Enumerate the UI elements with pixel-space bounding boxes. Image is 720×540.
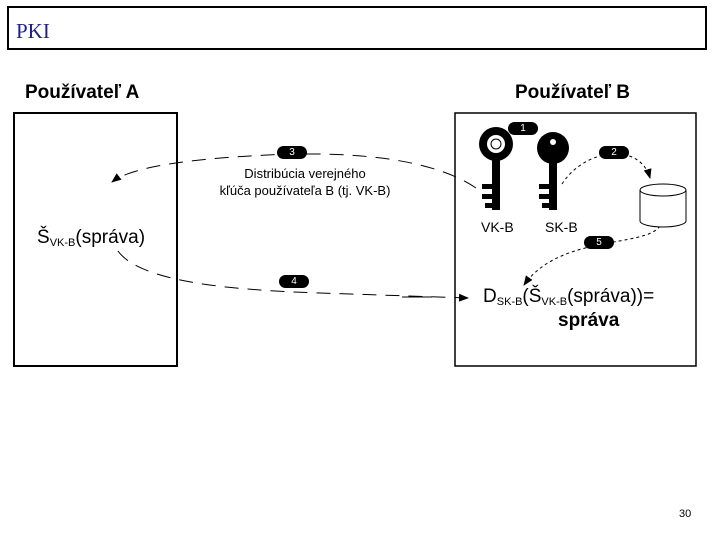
encrypted-prefix: Š [37,227,50,248]
encrypted-subscript: VK-B [49,237,76,249]
distribution-text-line1: Distribúcia verejného [244,166,366,181]
decryption-tail: (správa))= [567,286,655,307]
message-arrow [117,250,469,302]
step-badge-3: 3 [277,146,307,159]
distribution-arrow [111,153,477,189]
decryption-result: správa [558,310,620,331]
user-b-label: Používateľ B [515,82,631,103]
private-key-icon [537,132,569,210]
decryption-formula: DSK-B(ŠVK-B(správa))= [483,286,654,308]
distribution-text: Distribúcia verejného kľúča používateľa … [190,165,420,199]
user-a-label: Používateľ A [25,82,140,103]
store-key-arrow [561,153,652,185]
user-b-box [454,112,697,367]
slide-title-box: PKI [7,6,707,50]
distribution-text-line2: kľúča používateľa B (tj. VK-B) [219,183,391,198]
private-key-label: SK-B [545,219,578,235]
step-badge-1: 1 [508,122,538,135]
encrypted-message: ŠVK-B(správa) [37,227,145,249]
decryption-d-subscript: SK-B [496,296,523,308]
public-key-icon [479,127,513,210]
step-badge-5: 5 [584,236,614,249]
step-badge-2: 2 [599,146,629,159]
decryption-s-subscript: VK-B [541,296,568,308]
page-number: 30 [679,508,692,520]
user-a-box [13,112,178,367]
decryption-d: D [483,286,497,307]
slide-title: PKI [16,19,50,43]
public-key-label: VK-B [481,219,514,235]
step-badge-4: 4 [279,275,309,288]
encrypted-suffix: (správa) [75,227,146,248]
decryption-open: (Š [522,286,542,307]
database-icon [639,183,687,228]
